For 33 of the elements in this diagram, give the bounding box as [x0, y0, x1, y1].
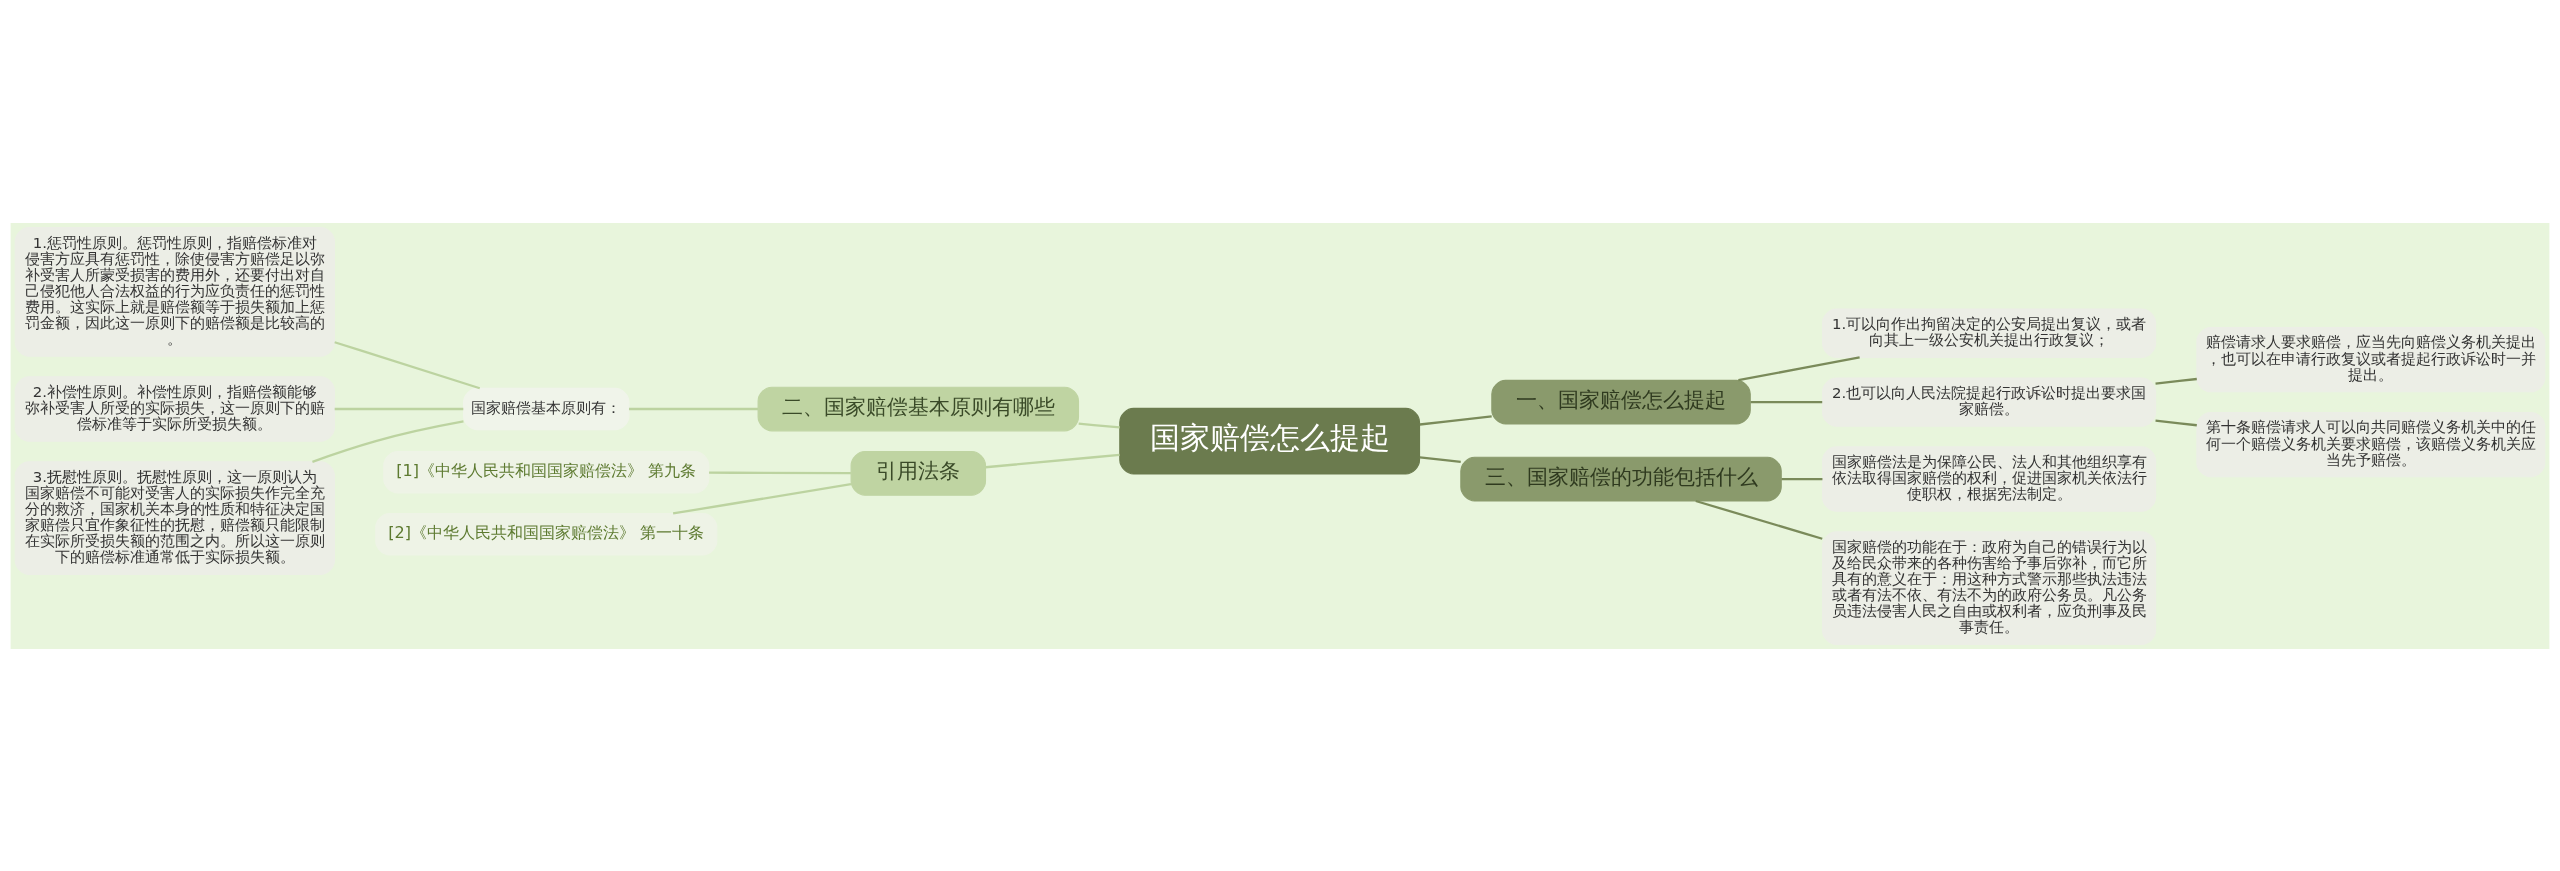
node-box: 引用法条 [850, 450, 987, 496]
node-box: 三、国家赔偿的功能包括什么 [1460, 456, 1782, 501]
node-box: 国家赔偿法是为保障公民、法人和其他组织享有依法取得国家赔偿的权利，促进国家机关依法行使职权，根据宪法制定。 [1821, 445, 2157, 512]
connector [1695, 499, 1823, 540]
node-box: 二、国家赔偿基本原则有哪些 [757, 386, 1080, 431]
node-box: 赔偿请求人要求赔偿，应当先向赔偿义务机关提出，也可以在申请行政复议或者提起行政诉讼时一并提出。 [2196, 326, 2546, 392]
node-box: 国家赔偿基本原则有： [463, 387, 630, 430]
node-box: 2.补偿性原则。补偿性原则，指赔偿额能够弥补受害人所受的实际损失，这一原则下的赔偿标准等于实际所受损失额。 [14, 375, 335, 442]
connector [1078, 422, 1120, 429]
connector [1419, 455, 1461, 463]
node-box: 国家赔偿的功能在于：政府为自己的错误行为以及给民众带来的各种伤害给予事后弥补，而它所具有的意义在于：用这种方式警示那些执法违法或者有法不依、有法不为的政府公务员。凡公务员违法侵害人民之自由或权利者，应负刑事及民事责任。 [1821, 530, 2157, 645]
connector [2155, 419, 2197, 426]
node-box: 3.抚慰性原则。抚慰性原则，这一原则认为国家赔偿不可能对受害人的实际损失作完全充分的救济，国家机关本身的性质和特征决定国家赔偿只宜作象征性的抚慰，赔偿额只能限制在实际所受损失额的范围之内。所以这一原则下的赔偿标准通常低于实际损失额。 [14, 460, 335, 575]
node-box: 一、国家赔偿怎么提起 [1491, 379, 1751, 424]
node-box: 国家赔偿怎么提起 [1119, 407, 1421, 474]
connector [1738, 355, 1860, 381]
node-box: [1]《中华人民共和国国家赔偿法》 第九条 [383, 450, 710, 493]
connector [985, 453, 1120, 468]
connector [709, 471, 851, 474]
node-box: 第十条赔偿请求人可以向共同赔偿义务机关中的任何一个赔偿义务机关要求赔偿，该赔偿义务机关应当先予赔偿。 [2196, 411, 2546, 477]
connector [629, 407, 758, 410]
node-box: [2]《中华人民共和国国家赔偿法》 第一十条 [375, 512, 718, 555]
connector [1750, 400, 1823, 403]
connector [672, 482, 852, 515]
connector [2155, 377, 2197, 385]
connector [334, 340, 481, 389]
connector [1781, 477, 1823, 480]
node-box: 1.可以向作出拘留决定的公安局提出复议，或者向其上一级公安机关提出行政复议； [1821, 308, 2157, 358]
connector [1419, 414, 1492, 426]
node-box: 2.也可以向人民法院提起行政诉讼时提出要求国家赔偿。 [1821, 376, 2157, 427]
connector [312, 419, 464, 463]
connector [334, 407, 464, 410]
node-box: 1.惩罚性原则。惩罚性原则，指赔偿标准对侵害方应具有惩罚性，除使侵害方赔偿足以弥补受害人所蒙受损害的费用外，还要付出对自己侵犯他人合法权益的行为应负责任的惩罚性费用。这实际上就是赔偿额等于损失额加上惩罚金额，因此这一原则下的赔偿额是比较高的。 [14, 226, 335, 357]
